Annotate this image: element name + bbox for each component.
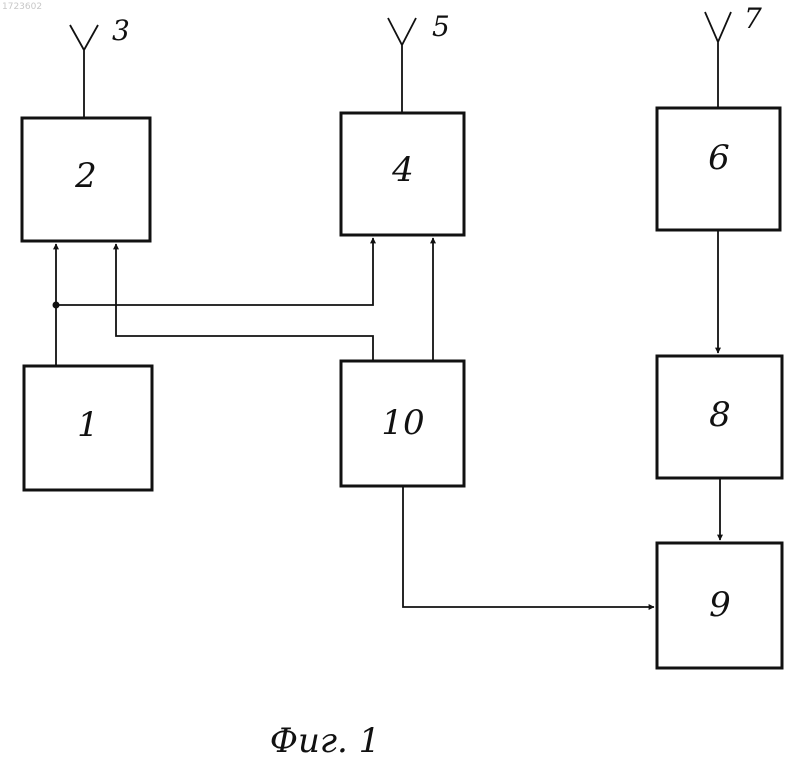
antenna-7: 7 [705,2,762,108]
connector-10-to-2 [116,244,373,361]
block-1-label: 1 [77,405,99,445]
antenna-5: 5 [388,10,450,113]
block-8-label: 8 [709,395,731,435]
block-9-label: 9 [709,585,731,625]
block-10-label: 10 [381,403,424,443]
document-number: 1723602 [2,2,42,12]
block-9: 9 [657,543,782,668]
block-10: 10 [341,361,464,486]
block-1: 1 [24,366,152,490]
block-4-label: 4 [391,150,414,190]
block-4: 4 [341,113,464,235]
connector-1-to-4 [56,238,373,305]
block-6: 6 [657,108,780,230]
antenna-3: 3 [70,14,130,118]
antenna-7-label: 7 [744,2,762,35]
antenna-5-label: 5 [432,10,450,43]
antenna-3-label: 3 [112,14,130,47]
block-8: 8 [657,356,782,478]
block-2-label: 2 [74,156,97,196]
block-6-label: 6 [708,138,730,178]
block-2: 2 [22,118,150,241]
figure-caption: Фиг. 1 [270,721,381,761]
connector-10-to-9 [403,486,654,607]
